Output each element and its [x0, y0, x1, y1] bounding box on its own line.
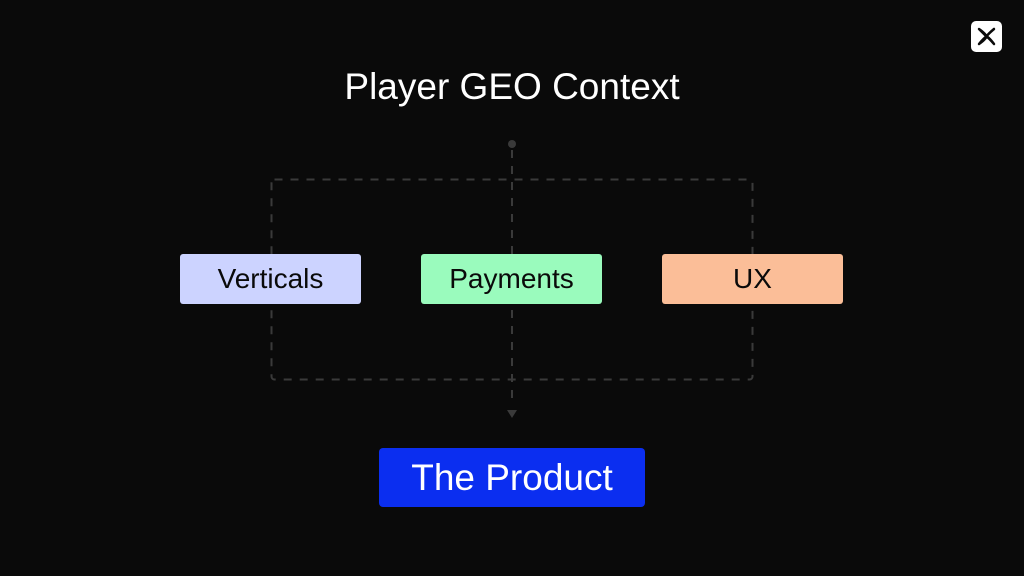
four-point-star-icon	[977, 27, 996, 46]
factor-label: Verticals	[217, 263, 324, 294]
logo	[971, 21, 1002, 52]
factor-label: UX	[733, 263, 772, 294]
factor-verticals: Verticals	[180, 254, 361, 304]
factor-label: Payments	[449, 263, 574, 294]
result-product: The Product	[379, 448, 645, 507]
arrow-down-icon	[507, 410, 517, 418]
start-dot	[508, 140, 516, 148]
factor-ux: UX	[662, 254, 843, 304]
diagram-title: Player GEO Context	[344, 66, 680, 107]
factor-payments: Payments	[421, 254, 602, 304]
result-label: The Product	[411, 456, 613, 498]
